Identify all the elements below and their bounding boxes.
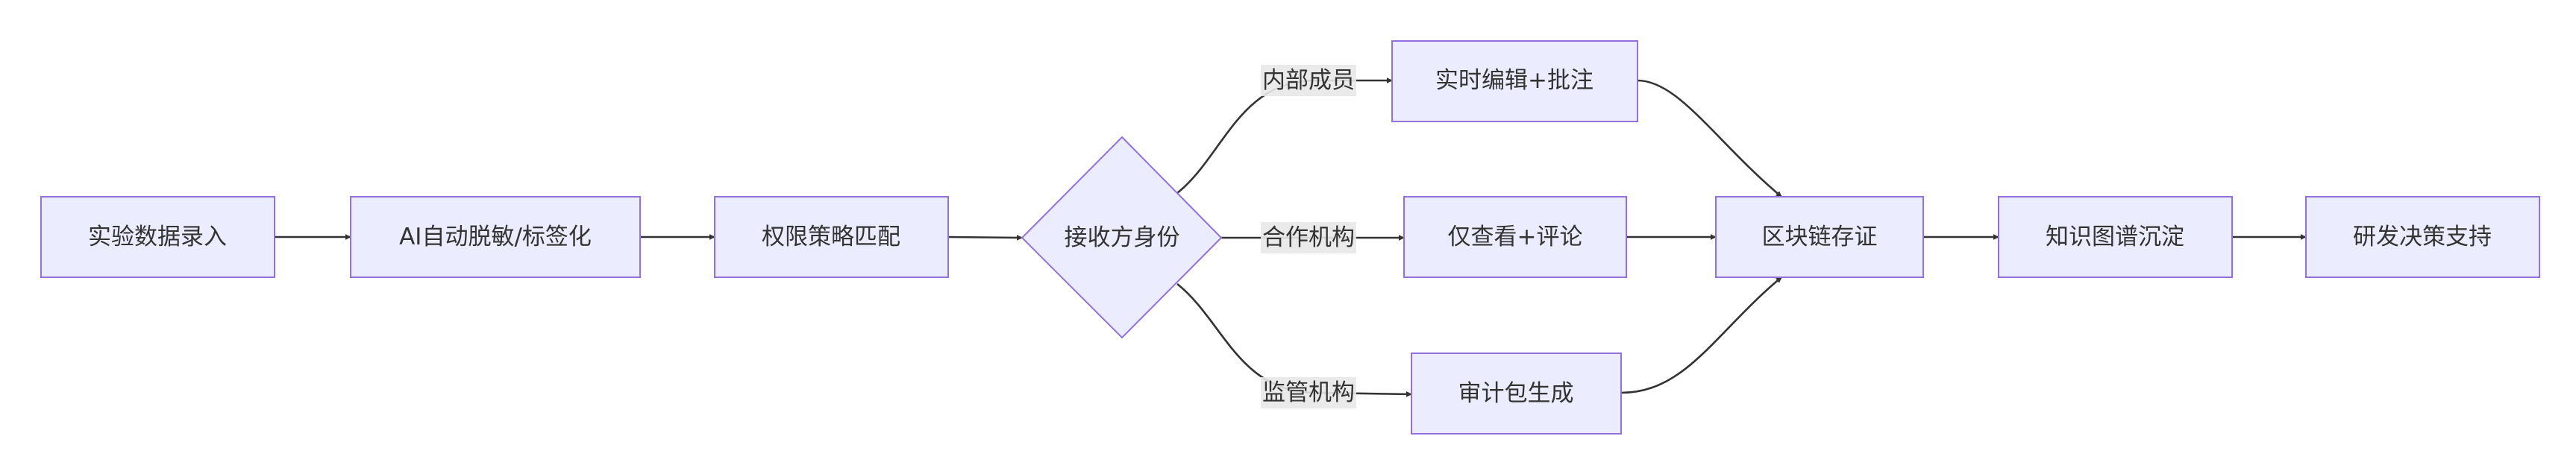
edge-n4-n5 xyxy=(1176,78,1393,195)
node-box xyxy=(1403,196,1627,278)
decision-diamond xyxy=(1021,136,1223,339)
node-label: AI自动脱敏/标签化 xyxy=(399,224,592,250)
node-box xyxy=(1411,353,1622,434)
edge-label-text: 合作机构 xyxy=(1262,224,1355,251)
node-box xyxy=(1391,40,1638,122)
node-audit-package[interactable]: 审计包生成 xyxy=(1411,353,1622,434)
node-box xyxy=(714,196,949,278)
node-data-entry[interactable]: 实验数据录入 xyxy=(40,196,275,278)
node-rd-decision[interactable]: 研发决策支持 xyxy=(2305,196,2540,278)
node-label: 审计包生成 xyxy=(1458,380,1574,407)
edge-n3-n4 xyxy=(947,234,1023,241)
node-box xyxy=(1715,196,1924,278)
node-label: 接收方身份 xyxy=(1065,224,1180,251)
node-label: 研发决策支持 xyxy=(2353,224,2492,250)
edge-label-internal: 内部成员 xyxy=(1261,65,1356,96)
node-label: 仅查看+评论 xyxy=(1448,224,1583,250)
node-box xyxy=(350,196,641,278)
node-realtime-edit[interactable]: 实时编辑+批注 xyxy=(1391,40,1638,122)
node-recipient-identity[interactable]: 接收方身份 xyxy=(1021,136,1223,339)
node-box xyxy=(1998,196,2233,278)
node-view-comment[interactable]: 仅查看+评论 xyxy=(1403,196,1627,278)
node-box xyxy=(2305,196,2540,278)
node-label: 知识图谱沉淀 xyxy=(2046,224,2184,250)
edge-label-text: 内部成员 xyxy=(1262,67,1355,94)
edge-label-bg xyxy=(1261,222,1356,253)
edge-n7-n8 xyxy=(1620,276,1782,394)
node-label: 权限策略匹配 xyxy=(762,224,900,250)
edge-label-partner: 合作机构 xyxy=(1261,222,1356,253)
node-label: 实时编辑+批注 xyxy=(1435,67,1593,94)
edge-label-bg xyxy=(1261,377,1356,408)
node-label: 实验数据录入 xyxy=(88,224,227,250)
node-blockchain-evidence[interactable]: 区块链存证 xyxy=(1715,196,1924,278)
edge-label-bg xyxy=(1261,65,1356,96)
edge-label-text: 监管机构 xyxy=(1262,379,1355,406)
node-label: 区块链存证 xyxy=(1762,224,1878,250)
edge-label-regulator: 监管机构 xyxy=(1261,377,1356,408)
node-permission-match[interactable]: 权限策略匹配 xyxy=(714,196,949,278)
node-ai-desensitize[interactable]: AI自动脱敏/标签化 xyxy=(350,196,641,278)
node-box xyxy=(40,196,275,278)
node-knowledge-graph[interactable]: 知识图谱沉淀 xyxy=(1998,196,2233,278)
edge-n5-n8 xyxy=(1637,79,1782,197)
